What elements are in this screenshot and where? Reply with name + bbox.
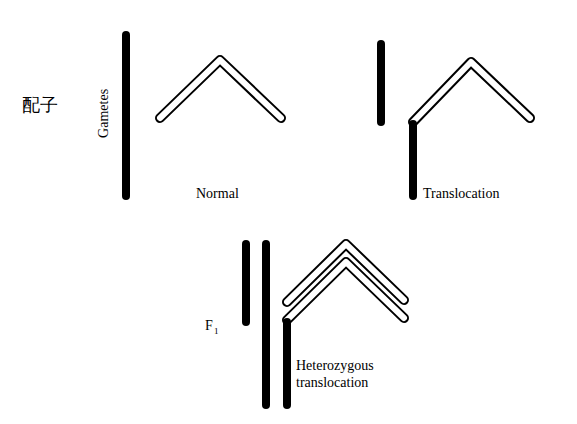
gamete-label: Translocation	[423, 186, 499, 203]
chromosome-outline	[287, 262, 404, 320]
chromosome-outline	[413, 62, 530, 122]
chromosome-bar	[242, 244, 250, 322]
chromosome-outline	[287, 244, 404, 302]
chromosome-bar	[262, 244, 270, 405]
chromosome-fill	[413, 62, 530, 122]
gamete-label: Normal	[196, 186, 239, 203]
genotype-label: Heterozygous translocation	[296, 358, 396, 392]
axis-label: Gametes	[96, 89, 113, 138]
chromosome-outline	[160, 60, 281, 118]
chromosome-bar	[283, 322, 291, 405]
chinese-label: 配子	[22, 95, 58, 117]
chromosome-fill	[287, 244, 404, 302]
chromosome-fill	[287, 262, 404, 320]
chromosome-bar	[122, 35, 130, 196]
generation-label: F	[205, 318, 213, 335]
generation-subscript: 1	[214, 326, 219, 337]
chromosome-bar	[377, 44, 385, 122]
chromosome-fill	[160, 60, 281, 118]
chromosome-bar	[409, 124, 417, 196]
